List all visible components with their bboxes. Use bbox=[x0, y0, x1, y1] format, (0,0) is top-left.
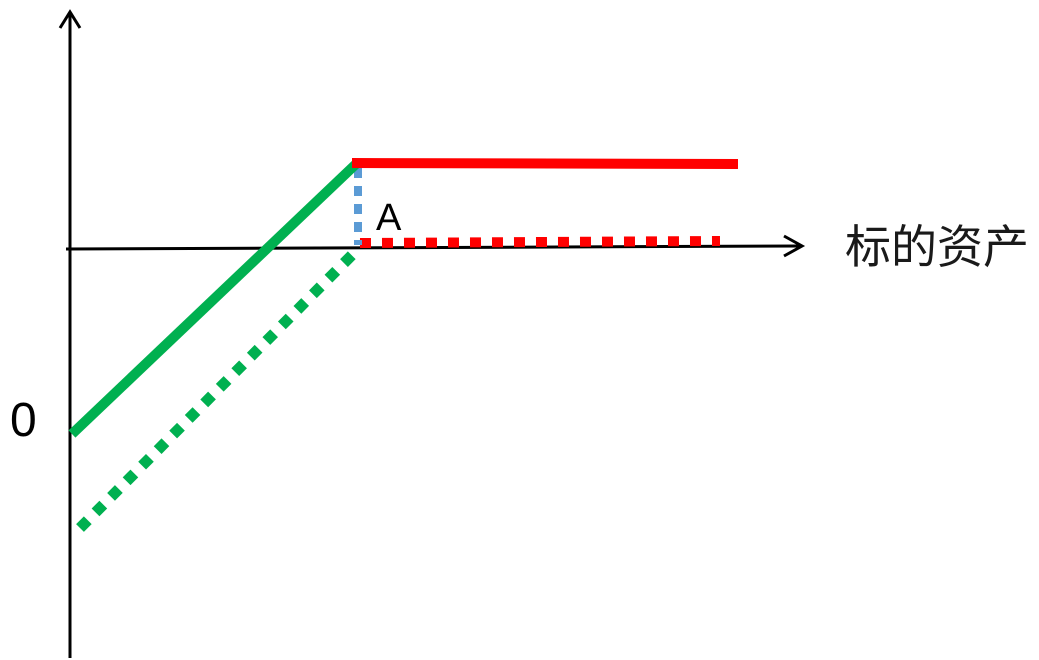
solid-green-line bbox=[68, 160, 360, 438]
x-axis-arrowhead bbox=[783, 234, 806, 258]
y-axis-arrowhead bbox=[58, 9, 82, 29]
solid-red-line bbox=[351, 158, 739, 169]
x-axis-label: 标的资产 bbox=[845, 220, 1029, 274]
point-a-label: A bbox=[376, 197, 402, 239]
origin-label: 0 bbox=[10, 394, 37, 447]
dotted-red-line bbox=[359, 236, 721, 248]
